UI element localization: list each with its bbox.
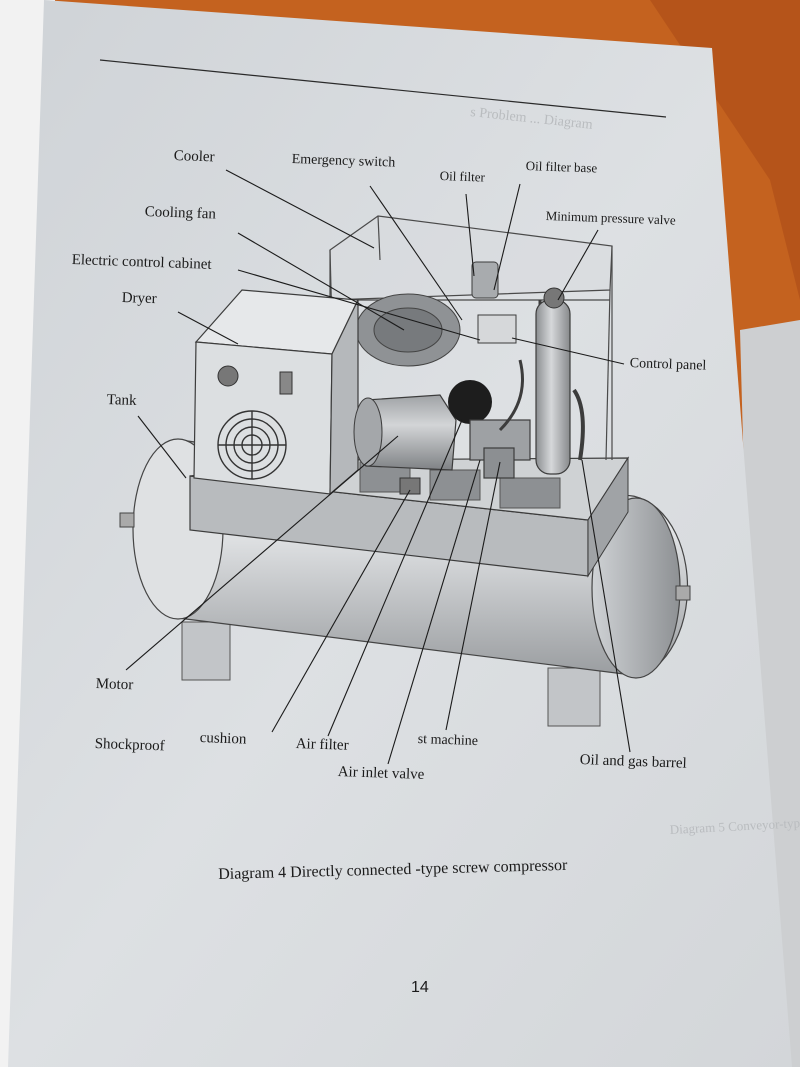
label-motor: Motor	[95, 676, 134, 694]
label-oil-filter-base: Oil filter base	[525, 158, 598, 176]
label-cooler: Cooler	[173, 148, 215, 166]
label-tank: Tank	[106, 392, 137, 410]
page-number: 14	[411, 979, 429, 996]
label-cushion: cushion	[199, 730, 247, 748]
label-shockproof: Shockproof	[94, 736, 165, 755]
leader-lines	[125, 169, 631, 765]
label-air-inlet-valve: Air inlet valve	[337, 764, 425, 784]
background-fold	[650, 0, 800, 300]
label-air-filter: Air filter	[295, 736, 349, 754]
label-host-machine: st machine	[417, 732, 479, 750]
label-control-panel: Control panel	[629, 356, 707, 374]
label-oil-filter: Oil filter	[439, 168, 486, 185]
label-dryer: Dryer	[121, 290, 157, 308]
label-cooling-fan: Cooling fan	[144, 204, 217, 223]
header-rule	[99, 59, 667, 118]
